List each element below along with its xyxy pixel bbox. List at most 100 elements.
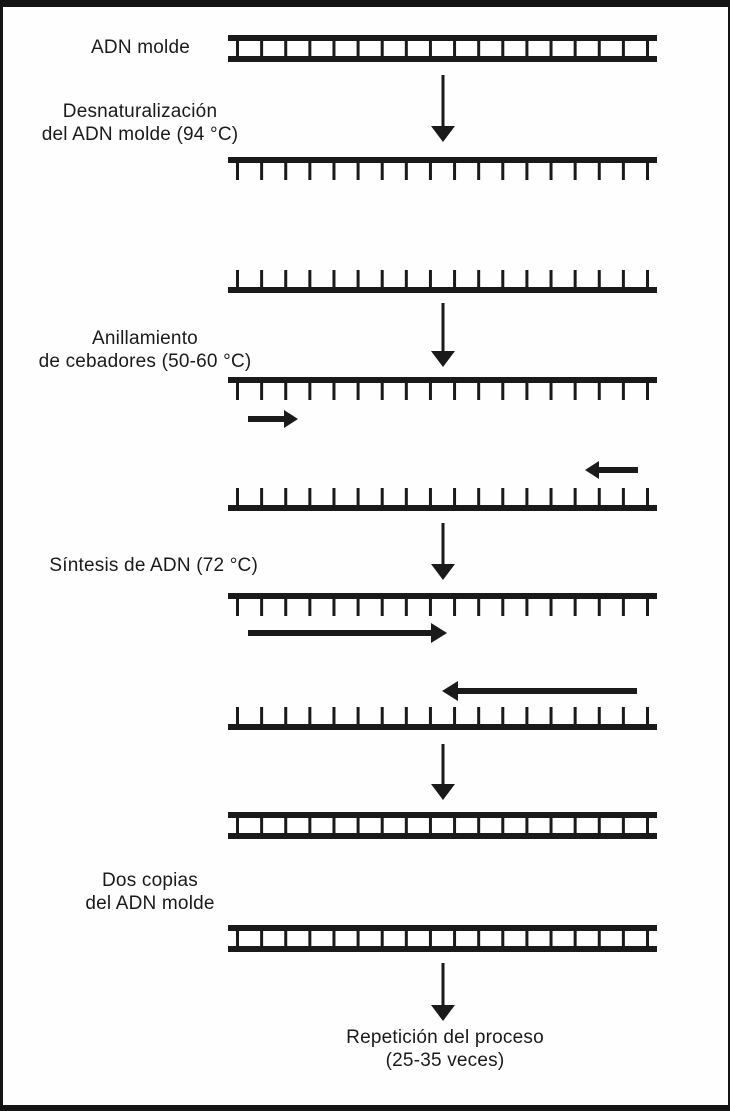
dna-ladder-rung (646, 816, 649, 835)
dna-ladder-rung (380, 929, 384, 948)
dna-strand-rung (477, 598, 481, 616)
dna-ladder-rung (573, 929, 577, 948)
dna-strand-rung (549, 270, 553, 288)
dna-strand-rung (332, 382, 336, 400)
dna-strand-rung (236, 382, 239, 400)
dna-ladder-bottom-bar (228, 56, 657, 62)
dna-strand-rung (549, 382, 553, 400)
down-arrow-shaft (441, 75, 445, 128)
down-arrow-head (431, 126, 455, 142)
dna-strand-rung (260, 162, 264, 180)
dna-ladder-rung (260, 929, 264, 948)
dna-strand-rung (646, 270, 649, 288)
dna-strand-rung (549, 162, 553, 180)
dna-ladder-rung (573, 816, 577, 835)
primer-arrow-left-head (585, 461, 599, 479)
dna-ladder-bottom-bar (228, 833, 657, 839)
label-line: del ADN molde (94 °C) (41, 124, 239, 145)
dna-ladder-top-bar (228, 925, 657, 931)
dna-strand-rung (380, 488, 384, 506)
dna-strand-rung (621, 598, 625, 616)
dna-strand-rung (477, 707, 481, 725)
label-dna-synthesis: Síntesis de ADN (72 °C) (3, 554, 258, 577)
dna-strand-rung (597, 488, 601, 506)
dna-ladder-rung (236, 816, 239, 835)
down-arrow-shaft (441, 744, 445, 786)
dna-strand-rung (501, 707, 505, 725)
dna-strand-rung (332, 598, 336, 616)
dna-strand-rung (404, 707, 408, 725)
dna-strand-rung (332, 162, 336, 180)
dna-strand-rung (284, 598, 288, 616)
dna-strand-rung (621, 162, 625, 180)
dna-strand-rung (549, 598, 553, 616)
dna-ladder-rung (573, 39, 577, 58)
dna-ladder-rung (284, 816, 288, 835)
dna-ladder-rung (646, 39, 649, 58)
dna-ladder-rung (284, 39, 288, 58)
label-line: Repetición del proceso (346, 1027, 544, 1048)
dna-strand-rung (621, 488, 625, 506)
dna-ladder-rung (428, 39, 432, 58)
dna-ladder-rung (332, 929, 336, 948)
dna-ladder-rung (597, 816, 601, 835)
dna-strand-rung (573, 382, 577, 400)
primer-arrow-right-shaft (248, 416, 284, 422)
dna-ladder-rung (380, 816, 384, 835)
dna-ladder-rung (356, 929, 360, 948)
dna-strand-top-backbone (228, 157, 657, 163)
dna-ladder-rung (549, 929, 553, 948)
dna-strand-rung (525, 270, 529, 288)
dna-strand-rung (501, 162, 505, 180)
dna-strand-rung (621, 270, 625, 288)
down-arrow-head (431, 351, 455, 367)
dna-ladder-rung (477, 929, 481, 948)
dna-strand-rung (573, 162, 577, 180)
dna-strand-rung (404, 382, 408, 400)
dna-strand-rung (356, 162, 360, 180)
dna-strand-rung (621, 382, 625, 400)
dna-ladder-rung (260, 39, 264, 58)
dna-ladder-rung (308, 816, 312, 835)
dna-strand-rung (236, 707, 239, 725)
dna-strand-rung (356, 707, 360, 725)
dna-strand-rung (284, 488, 288, 506)
extension-arrow-left-shaft (458, 688, 637, 694)
dna-strand-rung (597, 598, 601, 616)
dna-strand-rung (428, 270, 432, 288)
dna-ladder-rung (308, 39, 312, 58)
dna-ladder-rung (501, 816, 505, 835)
dna-strand-rung (236, 270, 239, 288)
dna-strand-rung (477, 270, 481, 288)
dna-strand-rung (260, 598, 264, 616)
dna-strand-rung (428, 707, 432, 725)
dna-strand-rung (646, 382, 649, 400)
extension-arrow-left-head (442, 681, 458, 701)
dna-ladder-rung (380, 39, 384, 58)
extension-arrow-right-shaft (248, 630, 431, 636)
dna-strand-rung (380, 382, 384, 400)
dna-strand-rung (380, 270, 384, 288)
dna-ladder-rung (525, 39, 529, 58)
dna-strand-rung (308, 488, 312, 506)
dna-strand-rung (525, 382, 529, 400)
dna-strand-bottom-backbone (228, 724, 657, 730)
dna-strand-rung (428, 598, 432, 616)
dna-strand-rung (260, 488, 264, 506)
dna-strand-rung (621, 707, 625, 725)
dna-strand-rung (284, 707, 288, 725)
dna-strand-rung (597, 707, 601, 725)
dna-strand-rung (260, 707, 264, 725)
label-two-copies: Dos copias del ADN molde (30, 869, 270, 915)
dna-strand-rung (332, 488, 336, 506)
dna-ladder-rung (597, 929, 601, 948)
dna-strand-rung (356, 270, 360, 288)
dna-ladder-rung (621, 39, 625, 58)
dna-ladder-rung (356, 816, 360, 835)
dna-strand-bottom-backbone (228, 505, 657, 511)
dna-strand-rung (477, 382, 481, 400)
dna-ladder-rung (453, 816, 457, 835)
dna-strand-rung (573, 270, 577, 288)
dna-strand-rung (332, 270, 336, 288)
